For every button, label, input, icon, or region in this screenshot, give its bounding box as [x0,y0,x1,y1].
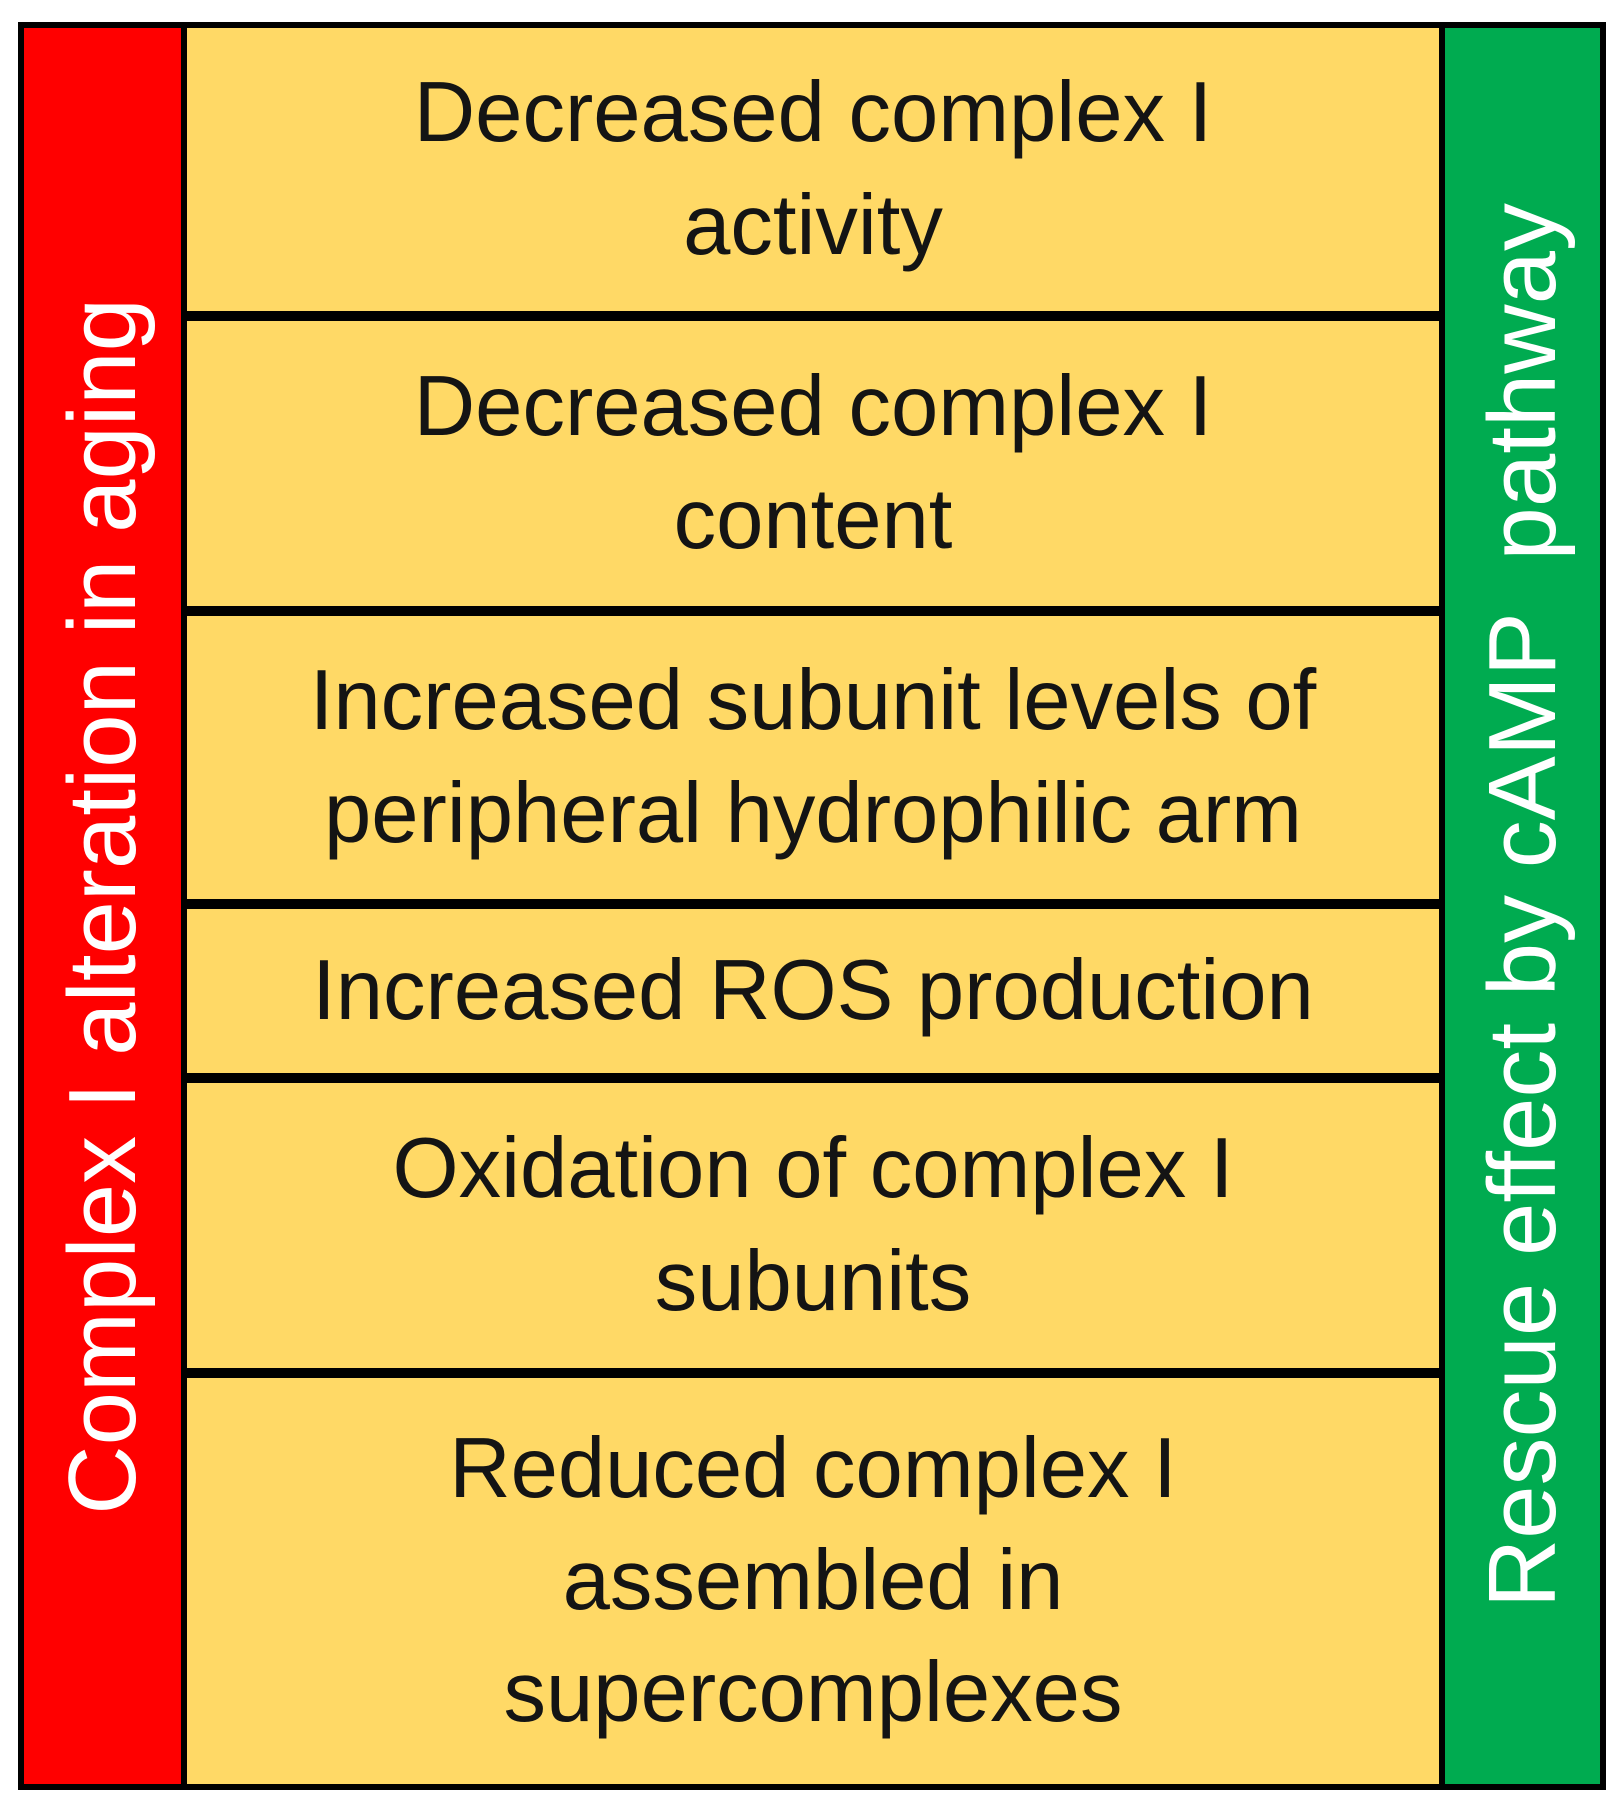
finding-cell-text: Decreased complex I activity [413,65,1213,273]
finding-cell-text: Decreased complex I content [413,359,1213,567]
left-banner-label: Complex I alteration in aging [48,297,156,1515]
finding-cell-activity: Decreased complex I activity [187,28,1439,311]
finding-cell-oxidation: Oxidation of complex I subunits [187,1083,1439,1368]
left-banner: Complex I alteration in aging [24,28,181,1784]
finding-cell-supercomplexes: Reduced complex I assembled in supercomp… [187,1378,1439,1784]
finding-cell-ros: Increased ROS production [187,909,1439,1073]
finding-cell-text: Increased subunit levels of peripheral h… [309,653,1317,861]
finding-cell-subunit-levels: Increased subunit levels of peripheral h… [187,616,1439,899]
right-banner-label: Rescue effect by cAMP pathway [1468,203,1576,1609]
finding-cell-text: Reduced complex I assembled in supercomp… [449,1420,1177,1741]
complex-i-aging-diagram: Complex I alteration in aging Decreased … [18,22,1606,1790]
finding-cell-text: Increased ROS production [312,942,1314,1038]
right-banner: Rescue effect by cAMP pathway [1445,28,1600,1784]
finding-cell-text: Oxidation of complex I subunits [392,1121,1234,1329]
finding-cell-content: Decreased complex I content [187,321,1439,606]
findings-column: Decreased complex I activity Decreased c… [187,28,1439,1784]
